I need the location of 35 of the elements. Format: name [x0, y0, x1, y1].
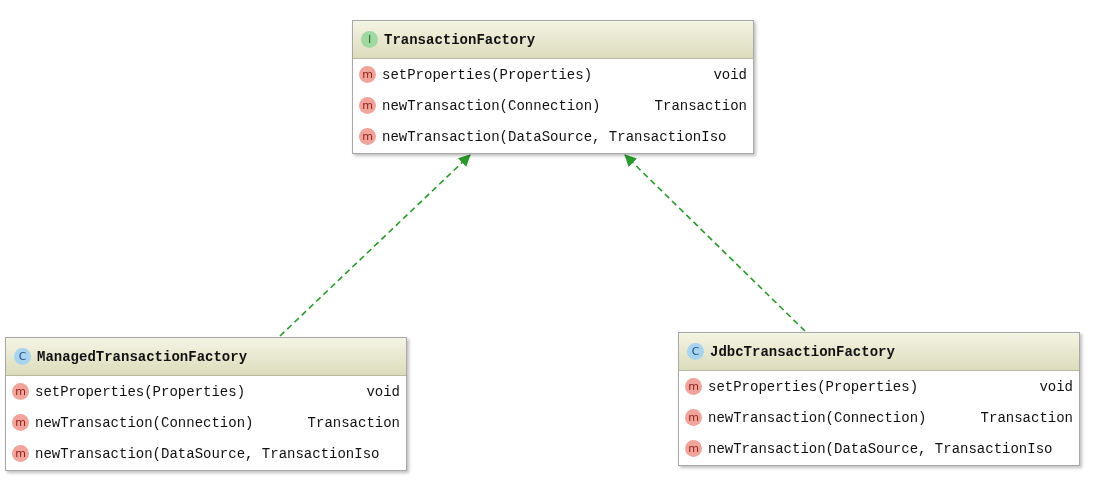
method-signature: newTransaction(DataSource, TransactionIso	[382, 128, 727, 145]
method-signature: setProperties(Properties)	[708, 378, 919, 395]
class-icon: C	[14, 348, 31, 365]
method-signature: newTransaction(Connection)	[35, 414, 254, 431]
method-signature: newTransaction(DataSource, TransactionIso	[708, 440, 1053, 457]
method-icon: m	[12, 445, 29, 462]
interface-icon: I	[361, 31, 378, 48]
method-signature: setProperties(Properties)	[35, 383, 246, 400]
method-icon: m	[685, 440, 702, 457]
return-type: void	[1038, 378, 1073, 395]
return-type: Transaction	[979, 409, 1073, 426]
class-box	[352, 20, 754, 154]
class-icon: C	[687, 343, 704, 360]
method-icon: m	[12, 414, 29, 431]
method-icon: m	[359, 97, 376, 114]
return-type: void	[712, 66, 747, 83]
class-box	[5, 337, 407, 471]
class-name: JdbcTransactionFactory	[710, 343, 895, 360]
method-icon: m	[359, 66, 376, 83]
method-signature: newTransaction(Connection)	[382, 97, 601, 114]
return-type: Transaction	[306, 414, 400, 431]
method-signature: newTransaction(Connection)	[708, 409, 927, 426]
class-name: TransactionFactory	[384, 31, 536, 48]
return-type: Transaction	[653, 97, 747, 114]
method-signature: setProperties(Properties)	[382, 66, 593, 83]
return-type: void	[365, 383, 400, 400]
realization-arrow	[279, 154, 471, 337]
method-icon: m	[685, 378, 702, 395]
method-signature: newTransaction(DataSource, TransactionIso	[35, 445, 380, 462]
method-icon: m	[359, 128, 376, 145]
class-box	[678, 332, 1080, 466]
realization-arrow	[624, 154, 806, 332]
class-name: ManagedTransactionFactory	[37, 348, 248, 365]
method-icon: m	[685, 409, 702, 426]
method-icon: m	[12, 383, 29, 400]
